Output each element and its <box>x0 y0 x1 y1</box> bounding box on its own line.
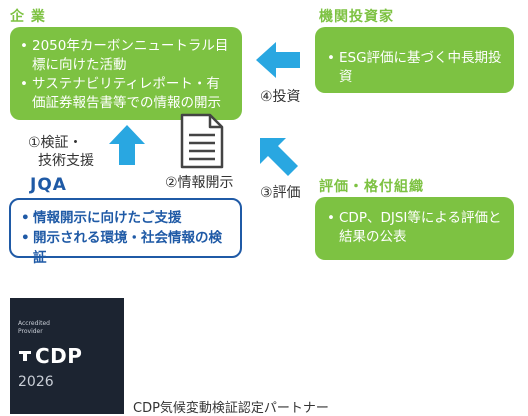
arrow-up-left-icon <box>260 138 298 176</box>
badge-brand-text: CDP <box>35 344 83 368</box>
company-heading: 企 業 <box>10 9 46 25</box>
company-item: サステナビリティレポート・有価証券報告書等での情報の開示 <box>20 75 232 113</box>
investor-box: ESG評価に基づく中長期投資 <box>315 27 514 93</box>
company-box: 2050年カーボンニュートラル目標に向けた活動 サステナビリティレポート・有価証… <box>10 27 242 120</box>
step-verify-label-line2: 技術支援 <box>38 153 94 169</box>
jqa-box: 情報開示に向けたご支援 開示される環境・社会情報の検証 <box>9 198 242 266</box>
badge-brand: CDP <box>18 344 82 368</box>
cdp-accredited-badge: Accredited Provider CDP 2026 <box>10 298 124 414</box>
rating-heading: 評価・格付組織 <box>319 179 424 195</box>
jqa-logo: JQA <box>30 175 67 195</box>
step-verify-label-line1: ①検証・ <box>28 135 83 151</box>
cdp-caption: CDP気候変動検証認定パートナー <box>133 401 329 416</box>
step-disclose-label: ②情報開示 <box>165 175 234 191</box>
cdp-logo-mark-icon <box>19 351 31 361</box>
arrow-up-icon <box>109 125 145 165</box>
badge-year: 2026 <box>18 374 54 390</box>
arrow-left-icon <box>256 42 300 78</box>
investor-heading: 機関投資家 <box>319 9 394 25</box>
badge-line2: Provider <box>18 328 43 335</box>
badge-line1: Accredited <box>18 320 50 327</box>
document-icon <box>180 113 224 169</box>
jqa-item: 開示される環境・社会情報の検証 <box>21 228 230 268</box>
rating-box: CDP、DJSI等による評価と結果の公表 <box>315 197 514 260</box>
company-item: 2050年カーボンニュートラル目標に向けた活動 <box>20 37 232 75</box>
jqa-item: 情報開示に向けたご支援 <box>21 208 230 228</box>
step-invest-label: ④投資 <box>260 89 301 105</box>
rating-item: CDP、DJSI等による評価と結果の公表 <box>327 209 504 247</box>
step-evaluate-label: ③評価 <box>260 185 301 201</box>
investor-item: ESG評価に基づく中長期投資 <box>327 49 504 87</box>
